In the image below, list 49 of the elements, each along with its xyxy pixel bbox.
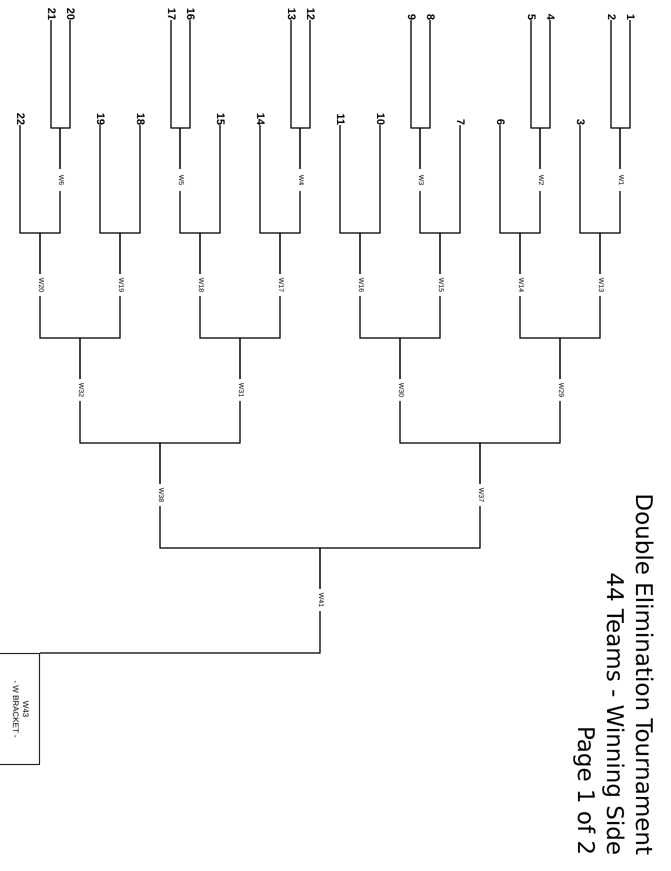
seed-number: 4 [543, 12, 557, 20]
bracket-line [359, 296, 401, 379]
bracket-line [410, 20, 421, 169]
seed-number: 18 [133, 112, 147, 125]
seed-number: 14 [253, 112, 267, 125]
bracket-line [99, 125, 121, 274]
seed-number: 1 [623, 12, 637, 20]
bracket-line [610, 20, 621, 169]
seed-number: 9 [404, 12, 418, 20]
bracket-line [50, 20, 61, 169]
seed-number: 7 [453, 118, 467, 125]
seed-number: 11 [333, 112, 347, 125]
bracket-line [339, 125, 361, 274]
seed-number: 10 [373, 112, 387, 125]
seed-number: 8 [423, 12, 437, 20]
seed-number: 22 [13, 112, 27, 125]
seed-number: 3 [573, 118, 587, 125]
seed-number: 2 [604, 12, 618, 20]
bracket-line [599, 191, 621, 274]
subtitle: 44 Teams - Winning Side [600, 571, 628, 855]
bracket-line [39, 611, 321, 654]
seed-number: 15 [213, 112, 227, 125]
bracket-line [399, 401, 481, 484]
bracket-line [419, 191, 441, 274]
bracket-line [79, 401, 161, 484]
bracket-line [39, 191, 61, 274]
seed-number: 5 [524, 12, 538, 20]
seed-number: 21 [44, 6, 58, 20]
bracket-label: - W BRACKET - [10, 680, 20, 738]
bracket-line [39, 296, 81, 379]
seed-number: 20 [63, 6, 77, 20]
seed-number: 17 [164, 6, 178, 20]
bracket-line [179, 191, 201, 274]
seed-number: 16 [183, 6, 197, 20]
bracket-line [519, 191, 541, 274]
seed-number: 6 [493, 118, 507, 125]
bracket-line [290, 20, 301, 169]
bracket-line [159, 506, 321, 589]
bracket-line [279, 191, 301, 274]
seed-number: 19 [93, 112, 107, 125]
match-label: W43 [20, 700, 30, 718]
seed-number: 12 [303, 6, 317, 20]
seed-number: 13 [284, 6, 298, 20]
bracket-line [170, 20, 181, 169]
subtitle: Page 1 of 2 [571, 724, 599, 855]
bracket-line [519, 296, 561, 379]
bracket-line [199, 296, 241, 379]
title: Double Elimination Tournament [629, 492, 657, 855]
bracket-line [530, 20, 541, 169]
